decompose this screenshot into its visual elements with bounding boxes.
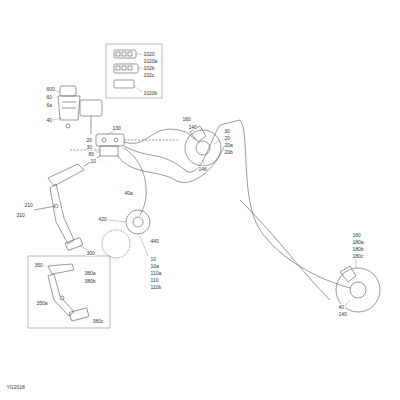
callout-number: 102c xyxy=(143,72,155,78)
callout-number: 1020a xyxy=(143,58,158,64)
callout-number: 180 xyxy=(352,232,361,238)
callout-number: 140 xyxy=(188,124,197,130)
callout-number: 6a xyxy=(46,102,53,108)
figure-code: YG2018 xyxy=(6,384,25,390)
callout-number: 40a xyxy=(124,190,133,196)
callout-number: 30 xyxy=(224,128,231,134)
callout-number: 600 xyxy=(46,86,55,92)
brake-lines xyxy=(118,120,350,300)
callout-number: 40 xyxy=(338,304,345,310)
callout-number: 10 xyxy=(150,256,157,262)
callout-number: 130 xyxy=(112,125,121,131)
callout-number: 380b xyxy=(84,278,96,284)
callout-number: 350a xyxy=(36,300,48,306)
callout-number: 60 xyxy=(46,94,53,100)
callout-number: 420 xyxy=(98,216,107,222)
master-cylinder xyxy=(58,86,102,134)
callout-number: 80 xyxy=(88,151,95,157)
callout-number: 110b xyxy=(150,284,162,290)
callout-number: 380a xyxy=(84,270,96,276)
callout-number: 180c xyxy=(352,253,364,259)
brake-disc xyxy=(336,266,380,312)
callout-number: 110 xyxy=(150,277,159,283)
callout-number: 1020 xyxy=(143,51,155,57)
callout-number: 180b xyxy=(352,246,364,252)
brake-pedal xyxy=(34,156,100,250)
callout-number: 380c xyxy=(92,318,104,324)
callout-number: 20 xyxy=(224,135,231,141)
leader-lines xyxy=(53,54,356,306)
wheel-hub xyxy=(102,210,150,258)
callout-number: 146 xyxy=(198,166,207,172)
callout-number: 210 xyxy=(24,202,33,208)
callout-number: 350 xyxy=(34,262,43,268)
valve-block xyxy=(70,134,180,156)
callout-number: 300 xyxy=(86,250,95,256)
callout-number: 30 xyxy=(86,144,93,150)
callout-number: 20 xyxy=(86,137,93,143)
callout-number: 110a xyxy=(150,270,162,276)
callout-number: 310 xyxy=(16,212,25,218)
callout-number: 10a xyxy=(150,263,159,269)
callout-number: 440 xyxy=(150,238,159,244)
connector-parts xyxy=(114,50,138,88)
callout-number: 140 xyxy=(338,311,347,317)
callout-number: 10 xyxy=(90,158,97,164)
callout-number: 40 xyxy=(46,117,53,123)
callout-number: 102b xyxy=(143,65,155,71)
callout-number: 20a xyxy=(224,142,233,148)
brake-disc xyxy=(185,126,221,166)
inset-frame xyxy=(106,44,162,98)
callout-number: 20b xyxy=(224,149,233,155)
callout-number: 180a xyxy=(352,239,364,245)
inset-frame xyxy=(28,256,110,328)
callout-number: 1020b xyxy=(143,90,158,96)
pedal-detail xyxy=(48,264,89,321)
callout-number: 160 xyxy=(182,116,191,122)
